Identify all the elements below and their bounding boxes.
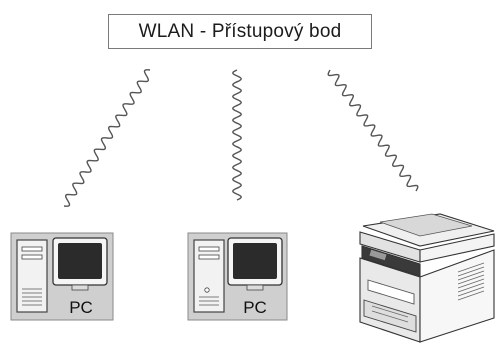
printer-vent xyxy=(457,262,485,301)
pc-tower-icon xyxy=(16,239,48,313)
wireless-signal-to-pc1 xyxy=(63,69,151,207)
access-point-box: WLAN - Přístupový bod xyxy=(108,14,372,49)
access-point-label: WLAN - Přístupový bod xyxy=(138,20,342,42)
wireless-signal-to-pc2 xyxy=(232,69,242,201)
pc-tower-icon xyxy=(193,239,225,313)
wireless-links xyxy=(63,69,419,207)
pc-label: PC xyxy=(243,298,267,317)
pc-device-2: PC xyxy=(187,232,288,321)
printer-paper-tray xyxy=(363,299,417,333)
monitor-icon xyxy=(52,237,108,291)
wireless-signal-to-printer xyxy=(327,69,419,192)
printer-device xyxy=(359,213,495,343)
monitor-icon xyxy=(227,237,283,291)
pc-label: PC xyxy=(69,298,93,317)
pc-device-1: PC xyxy=(10,232,114,321)
